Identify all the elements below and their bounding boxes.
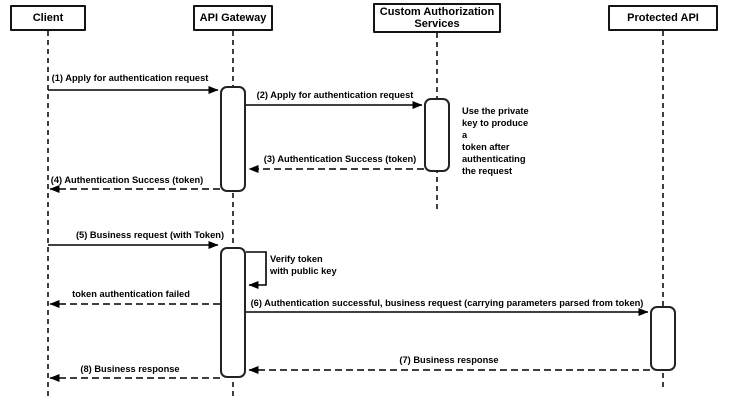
message-2-label: (2) Apply for authentication request: [256, 90, 414, 100]
arrow-self-verify-token: [246, 251, 267, 289]
participant-api-gateway: API Gateway: [193, 5, 273, 31]
message-6-label: (6) Authentication successful, business …: [250, 298, 644, 308]
activation-custom-auth: [424, 98, 450, 172]
self-message-line-2: with public key: [270, 265, 337, 276]
activation-api-gateway-2: [220, 247, 246, 378]
activation-api-gateway-1: [220, 86, 246, 192]
private-key-note: Use the private key to produce a token a…: [462, 105, 534, 177]
message-1-label: (1) Apply for authentication request: [51, 73, 209, 83]
note-line-2: key to produce a: [462, 118, 529, 140]
participant-client: Client: [10, 5, 86, 31]
note-line-5: the request: [462, 166, 513, 176]
message-token-failed-label: token authentication failed: [72, 289, 190, 299]
message-8-label: (8) Business response: [80, 364, 180, 374]
participant-custom-auth-services-label: Custom Authorization Services: [379, 5, 495, 31]
participant-protected-api-label: Protected API: [627, 11, 699, 24]
participant-client-label: Client: [32, 11, 64, 24]
note-line-4: authenticating: [462, 154, 526, 164]
self-message-line-1: Verify token: [270, 254, 323, 264]
message-4-label: (4) Authentication Success (token): [50, 175, 204, 185]
self-message-label: Verify token with public key: [270, 254, 337, 277]
message-7-label: (7) Business response: [399, 355, 499, 365]
activation-protected-api: [650, 306, 676, 371]
note-line-1: Use the private: [462, 106, 529, 116]
participant-custom-auth-services: Custom Authorization Services: [373, 3, 501, 33]
message-5-label: (5) Business request (with Token): [75, 230, 225, 240]
participant-api-gateway-label: API Gateway: [199, 11, 267, 24]
note-line-3: token after: [462, 142, 510, 152]
message-3-label: (3) Authentication Success (token): [263, 154, 417, 164]
participant-protected-api: Protected API: [608, 5, 718, 31]
